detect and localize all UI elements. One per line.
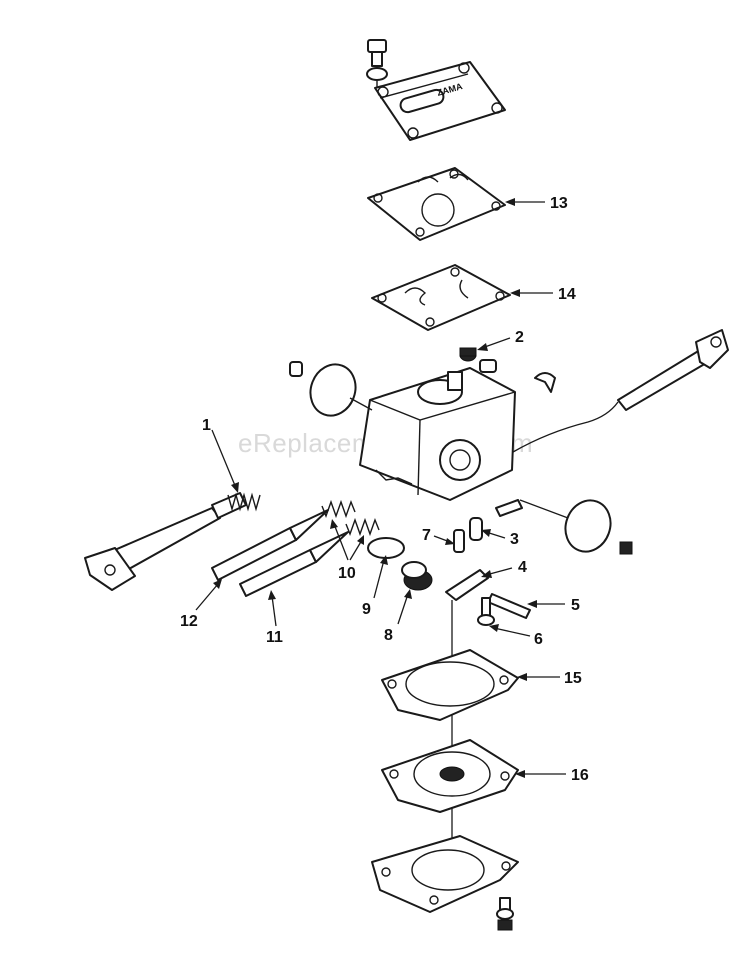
retaining-clip xyxy=(534,372,556,393)
callout-13: 13 xyxy=(550,195,568,212)
needle-springs-10 xyxy=(321,499,380,537)
part-7 xyxy=(453,529,465,553)
inlet-needle-spring-8 xyxy=(401,561,433,591)
lever-pin-5 xyxy=(487,593,531,619)
pin xyxy=(495,499,523,517)
metering-diaphragm-16 xyxy=(381,739,519,813)
callout-10: 10 xyxy=(338,565,356,582)
part-3 xyxy=(469,517,483,541)
callout-11: 11 xyxy=(266,629,283,646)
leader-lines xyxy=(195,198,566,778)
throttle-plate-right xyxy=(519,499,633,555)
callout-9: 9 xyxy=(362,601,371,618)
metering-lever-4 xyxy=(445,569,489,601)
throttle-shaft-left xyxy=(84,492,261,591)
callout-8: 8 xyxy=(384,627,393,644)
callout-2: 2 xyxy=(515,329,524,346)
pump-cover: ZAMA xyxy=(374,61,506,141)
pump-diaphragm-14 xyxy=(371,264,511,331)
callout-1: 1 xyxy=(202,417,211,434)
metering-cover xyxy=(371,835,519,913)
callout-4: 4 xyxy=(518,559,527,576)
high-speed-needle-12 xyxy=(211,509,329,581)
callout-5: 5 xyxy=(571,597,580,614)
metering-gasket-15 xyxy=(381,649,519,721)
low-speed-needle-11 xyxy=(239,531,349,597)
pump-gasket-13 xyxy=(367,167,506,241)
carburetor-body xyxy=(359,359,516,501)
callout-7: 7 xyxy=(422,527,431,544)
limiter-cap-2 xyxy=(459,347,477,362)
callout-12: 12 xyxy=(180,613,198,630)
callout-14: 14 xyxy=(558,286,576,303)
callout-labels: 13 14 2 1 3 7 4 5 6 15 16 10 9 8 12 11 xyxy=(180,195,589,784)
lever-screw-6 xyxy=(477,597,495,626)
callout-3: 3 xyxy=(510,531,519,548)
top-cover-screw xyxy=(366,39,388,90)
choke-shaft-right xyxy=(512,329,729,453)
callout-16: 16 xyxy=(571,767,589,784)
callout-15: 15 xyxy=(564,670,582,687)
bottom-cover-screw xyxy=(496,897,514,931)
choke-plate-left xyxy=(289,361,373,417)
callout-6: 6 xyxy=(534,631,543,648)
